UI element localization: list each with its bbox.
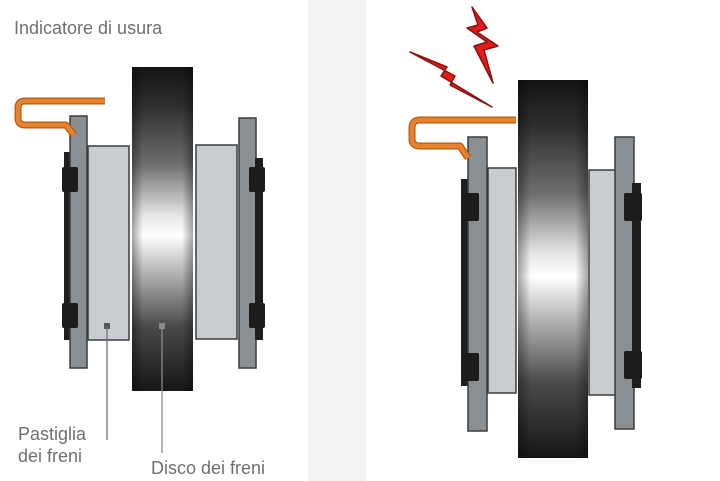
worn-right-caliper-rail	[632, 183, 641, 388]
right-backing-plate	[238, 117, 257, 369]
brake-assembly-worn	[408, 6, 642, 458]
worn-left-pad-friction	[487, 167, 517, 394]
warning-spark-icon	[409, 6, 499, 108]
wear-indicator	[15, 98, 105, 137]
left-pad-friction	[87, 145, 130, 341]
spark-top	[466, 6, 499, 84]
right-pin-bottom	[249, 303, 265, 328]
left-pin-bottom	[62, 303, 78, 328]
brake-disc-label: Disco dei freni	[151, 458, 266, 478]
right-caliper-rail	[255, 158, 263, 340]
worn-right-backing-plate	[614, 136, 635, 430]
left-pin-top	[62, 167, 78, 192]
worn-left-backing-plate	[467, 136, 488, 432]
right-pad-friction	[195, 144, 238, 340]
panel-separator	[308, 0, 366, 481]
pad-marker	[104, 323, 110, 329]
worn-right-pin-bottom	[624, 351, 642, 379]
worn-right-pad-friction	[588, 169, 618, 396]
right-pin-top	[249, 167, 265, 192]
disc-marker	[159, 323, 165, 329]
worn-right-pin-top	[624, 193, 642, 221]
wear-indicator-label: Indicatore di usura	[14, 18, 163, 38]
worn-left-pin-top	[461, 193, 479, 221]
left-backing-plate	[69, 115, 88, 369]
brake-pad-label: Pastiglia dei freni	[18, 424, 87, 466]
spark-left	[409, 51, 493, 108]
worn-wear-indicator	[409, 117, 516, 160]
worn-left-caliper-rail	[461, 179, 470, 386]
worn-left-pin-bottom	[461, 353, 479, 381]
brake-assembly-new	[14, 67, 265, 453]
left-caliper-rail	[64, 152, 72, 340]
